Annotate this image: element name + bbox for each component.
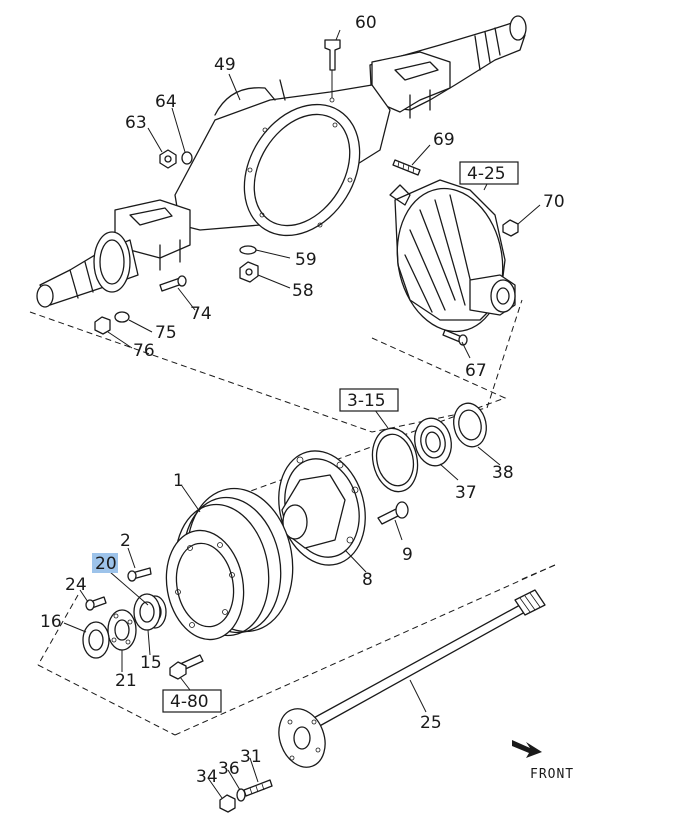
callout-1[interactable]: 1 xyxy=(173,471,184,491)
bolt-9 xyxy=(377,501,409,525)
callout-9[interactable]: 9 xyxy=(402,545,413,565)
callout-labels: 60 49 64 63 69 70 59 58 74 75 76 67 37 3… xyxy=(40,13,565,787)
callout-76[interactable]: 76 xyxy=(133,341,155,361)
bolt-24 xyxy=(85,596,107,611)
nut-21 xyxy=(107,609,137,651)
seal-38 xyxy=(453,402,487,448)
nut-34 xyxy=(219,794,236,813)
callout-20[interactable]: 20 xyxy=(95,554,117,574)
svg-text:3-15[interactable]: 3-15 xyxy=(347,391,386,411)
bolt-2 xyxy=(127,567,152,582)
callout-25[interactable]: 25 xyxy=(420,713,442,733)
callout-63[interactable]: 63 xyxy=(125,113,147,133)
differential-carrier xyxy=(389,179,516,333)
callout-2[interactable]: 2 xyxy=(120,531,131,551)
front-label: FRONT xyxy=(530,767,574,782)
svg-text:4-80[interactable]: 4-80 xyxy=(170,692,209,712)
stud-69 xyxy=(392,159,421,176)
leader-lines xyxy=(63,29,541,799)
callout-38[interactable]: 38 xyxy=(492,463,514,483)
bolt-4-80 xyxy=(169,654,204,680)
bolt-74 xyxy=(159,275,187,292)
callout-67[interactable]: 67 xyxy=(465,361,487,381)
hub-group-outline xyxy=(247,337,507,493)
callout-60[interactable]: 60 xyxy=(355,13,377,33)
hub-8 xyxy=(278,450,366,566)
washer-36 xyxy=(236,788,246,802)
callout-24[interactable]: 24 xyxy=(65,575,87,595)
callout-36[interactable]: 36 xyxy=(218,759,240,779)
nut-76 xyxy=(94,316,111,335)
nut-63 xyxy=(159,149,177,169)
callout-15[interactable]: 15 xyxy=(140,653,162,673)
callout-70[interactable]: 70 xyxy=(543,192,565,212)
callout-20-highlight xyxy=(92,553,118,573)
callout-58[interactable]: 58 xyxy=(292,281,314,301)
ref-4-80[interactable]: 4-80 xyxy=(162,689,222,713)
washer-16 xyxy=(82,621,110,659)
callout-49[interactable]: 49 xyxy=(214,55,236,75)
nut-58 xyxy=(239,261,259,283)
callout-74[interactable]: 74 xyxy=(190,304,212,324)
front-arrow-icon xyxy=(512,740,542,758)
washer-59 xyxy=(239,245,257,255)
washer-75 xyxy=(114,311,130,323)
drum-group-outline xyxy=(37,564,556,736)
stud-31 xyxy=(243,779,273,797)
shaft-group-outline xyxy=(519,564,556,581)
callout-34[interactable]: 34 xyxy=(196,767,218,787)
axle-shaft-25 xyxy=(278,589,546,768)
ref-3-15[interactable]: 3-15 xyxy=(339,388,399,412)
callout-31[interactable]: 31 xyxy=(240,747,262,767)
callout-64[interactable]: 64 xyxy=(155,92,177,112)
washer-64 xyxy=(181,151,193,165)
svg-text:4-25[interactable]: 4-25 xyxy=(467,164,506,184)
callout-16[interactable]: 16 xyxy=(40,612,62,632)
bolt-67 xyxy=(442,329,468,346)
callout-69[interactable]: 69 xyxy=(433,130,455,150)
callout-8[interactable]: 8 xyxy=(362,570,373,590)
bearing-37 xyxy=(414,417,452,467)
ref-4-25[interactable]: 4-25 xyxy=(459,161,519,185)
callout-37[interactable]: 37 xyxy=(455,483,477,503)
callout-59[interactable]: 59 xyxy=(295,250,317,270)
callout-21[interactable]: 21 xyxy=(115,671,137,691)
nut-70 xyxy=(502,219,519,237)
axle-housing xyxy=(36,15,527,308)
bearing-15 xyxy=(133,593,161,631)
ring-3-15 xyxy=(371,427,419,493)
callout-75[interactable]: 75 xyxy=(155,323,177,343)
brake-drum-1 xyxy=(165,487,294,641)
